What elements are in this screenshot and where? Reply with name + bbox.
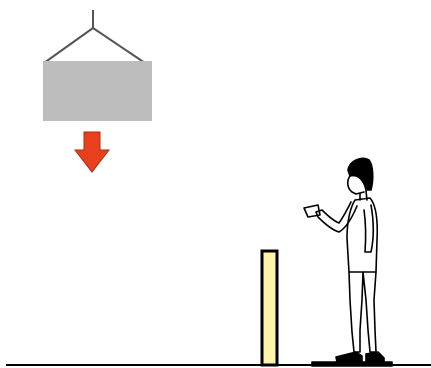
person-shoes	[335, 351, 385, 363]
person-face	[346, 175, 365, 195]
standing-person	[303, 157, 393, 367]
suspended-load	[43, 61, 152, 121]
person-hair	[347, 157, 374, 191]
person-legs	[348, 271, 377, 353]
hook-cable	[43, 10, 146, 64]
person-rear-arm	[363, 204, 375, 253]
person-base	[311, 361, 393, 367]
yellow-post	[260, 249, 279, 367]
sling-left	[43, 27, 94, 64]
sling-right	[92, 27, 146, 64]
person-hand	[303, 204, 321, 218]
down-arrow-icon	[73, 131, 111, 173]
person-front-arm	[315, 201, 358, 233]
